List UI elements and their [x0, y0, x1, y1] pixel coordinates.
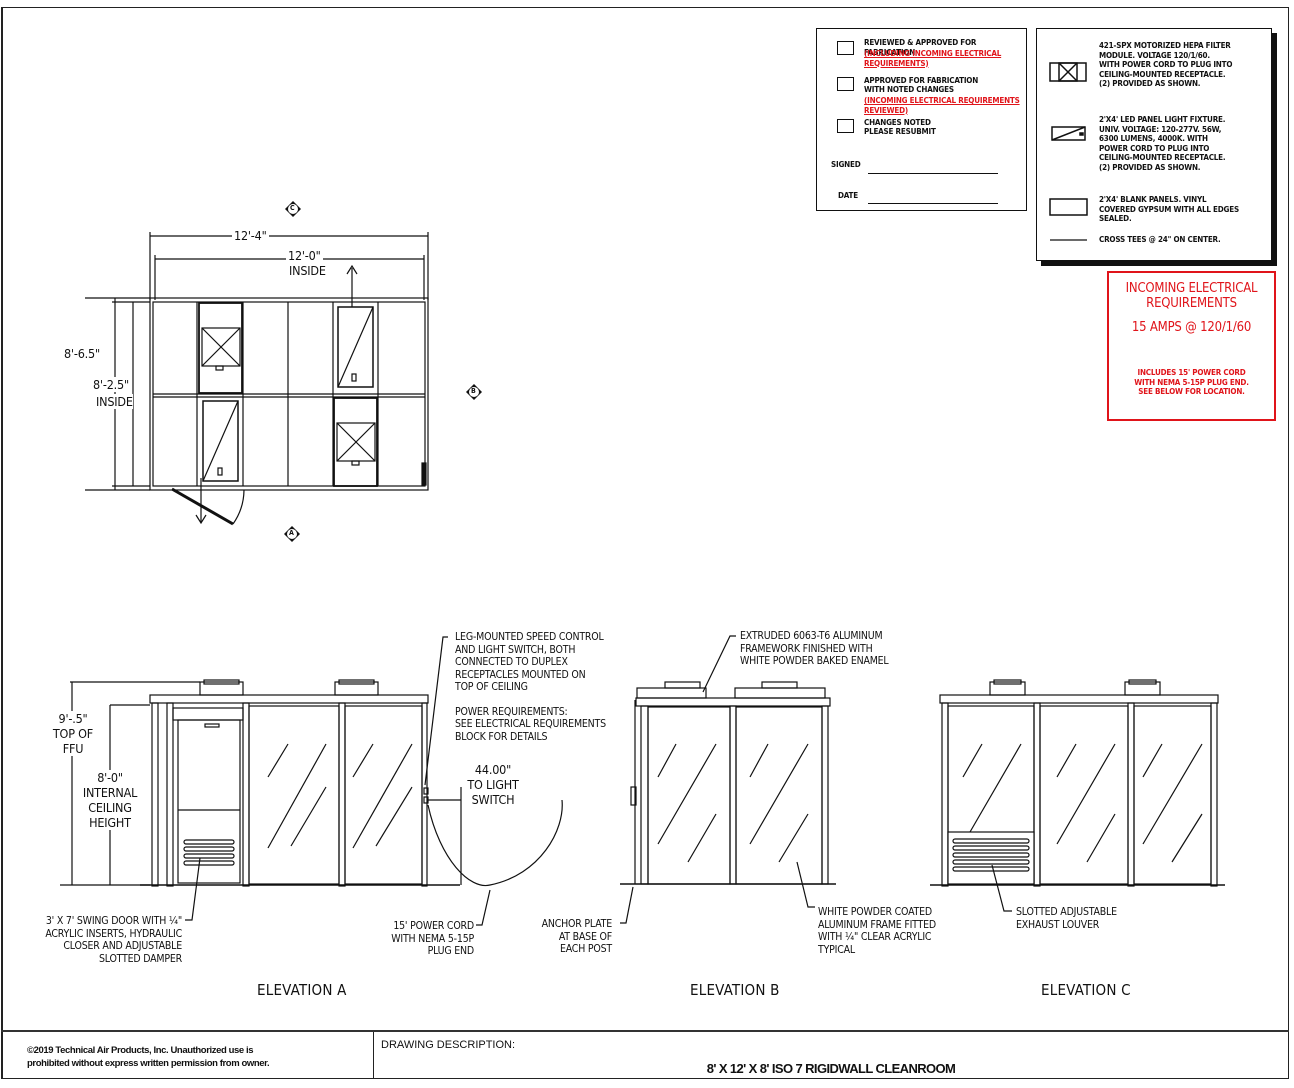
dim-overall-width: 12'-4" [232, 228, 269, 243]
blank-panel-icon [1049, 198, 1088, 216]
approval-label-noted-2: WITH NOTED CHANGES [864, 85, 954, 94]
approval-label-noted-1: APPROVED FOR FABRICATION [864, 76, 979, 85]
copyright-text: ©2019 Technical Air Products, Inc. Unaut… [27, 1045, 270, 1069]
approval-checkbox-resubmit[interactable] [837, 119, 854, 133]
elec-title-1: INCOMING ELECTRICAL [1125, 281, 1258, 296]
dim-overall-depth: 8'-6.5" [64, 346, 100, 361]
drawing-border [1, 7, 1289, 1079]
approval-note-reviewed: (INCLUDING INCOMING ELECTRICAL REQUIREME… [864, 49, 1002, 68]
elec-note-2: WITH NEMA 5-15P PLUG END. [1134, 377, 1249, 387]
elevation-b-title: ELEVATION B [690, 981, 780, 999]
dim-inside-depth-label: INSIDE [96, 394, 133, 409]
legend-symbols [1049, 62, 1088, 241]
drawing-description: 8' X 12' X 8' ISO 7 RIGIDWALL CLEANROOM [706, 1061, 956, 1076]
section-marker-b[interactable]: B [466, 384, 482, 400]
legend-crosstee-text: CROSS TEES @ 24" ON CENTER. [1099, 235, 1221, 244]
elevation-a-title: ELEVATION A [257, 981, 347, 999]
drawing-description-label: DRAWING DESCRIPTION: [381, 1039, 516, 1051]
dim-inside-width-label: INSIDE [289, 263, 326, 278]
hepa-filter-icon [1049, 62, 1087, 82]
elec-note-3: SEE BELOW FOR LOCATION. [1138, 387, 1245, 396]
title-block: ©2019 Technical Air Products, Inc. Unaut… [1, 1030, 1289, 1079]
approval-label-resubmit-1: CHANGES NOTED [864, 118, 931, 127]
elec-title-2: REQUIREMENTS [1146, 296, 1237, 311]
elevation-c-title: ELEVATION C [1041, 981, 1131, 999]
dim-inside-width: 12'-0" [286, 248, 323, 263]
section-marker-c[interactable]: C [285, 201, 301, 217]
elec-rating: 15 AMPS @ 120/1/60 [1131, 320, 1252, 335]
approval-block: REVIEWED & APPROVED FOR FABRICATION (INC… [816, 28, 1027, 211]
signed-field[interactable] [868, 173, 998, 174]
legend-led-text: 2'X4' LED PANEL LIGHT FIXTURE.UNIV. VOLT… [1099, 115, 1226, 172]
door-note: 3' x 7' SWING DOOR WITH ¼"ACRYLIC INSERT… [45, 915, 182, 965]
section-marker-a[interactable]: A [284, 526, 300, 542]
approval-label-resubmit-2: PLEASE RESUBMIT [864, 127, 936, 136]
electrical-requirements-block: INCOMING ELECTRICAL REQUIREMENTS 15 AMPS… [1107, 271, 1276, 421]
elec-note-1: INCLUDES 15' POWER CORD [1137, 368, 1246, 377]
approval-checkbox-reviewed[interactable] [837, 41, 854, 55]
approval-checkbox-noted-changes[interactable] [837, 77, 854, 91]
date-field[interactable] [868, 203, 998, 204]
approval-note-noted: (INCOMING ELECTRICAL REQUIREMENTS REVIEW… [864, 96, 1020, 115]
signed-label: SIGNED [831, 160, 861, 169]
copyright-cell: ©2019 Technical Air Products, Inc. Unaut… [1, 1032, 374, 1079]
led-light-icon [1051, 126, 1086, 141]
date-label: DATE [838, 191, 858, 200]
dim-inside-depth: 8'-2.5" [93, 377, 129, 392]
approval-label-reviewed: REVIEWED & APPROVED FOR FABRICATION [864, 38, 977, 57]
